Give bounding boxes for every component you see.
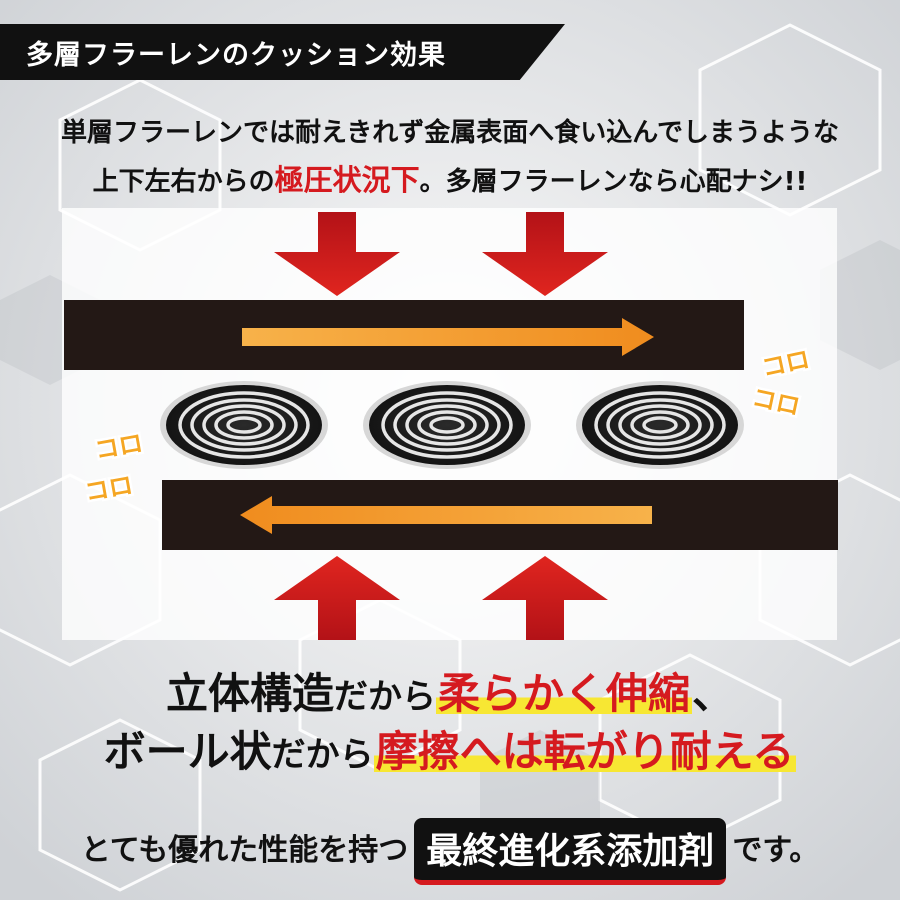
slide-arrow-right — [242, 318, 654, 356]
pressure-arrow-down-left — [274, 212, 400, 296]
ultimate-additive-badge: 最終進化系添加剤 — [414, 818, 727, 885]
fullerene-ball — [160, 381, 328, 469]
intro-line-2: 上下左右からの極圧状況下。多層フラーレンなら心配ナシ!! — [92, 163, 808, 197]
rolling-sound-text: コロ — [750, 384, 803, 421]
extreme-pressure-text: 極圧状況下 — [274, 163, 420, 197]
intro-line-1: 単層フラーレンでは耐えきれず金属表面へ食い込んでしまうような — [61, 118, 839, 148]
rolling-sound-text: コロ — [759, 345, 812, 382]
section-title: 多層フラーレンのクッション効果 — [0, 24, 565, 80]
rolling-sound-text: コロ — [83, 471, 135, 507]
flexible-highlight: 柔らかく伸縮 — [435, 669, 692, 718]
pressure-arrow-down-right — [482, 212, 608, 296]
statement-line-1: 立体構造だから柔らかく伸縮、 — [165, 669, 735, 718]
pressure-arrow-up-left — [274, 556, 400, 640]
closing-line: とても優れた性能を持つ最終進化系添加剤です。 — [0, 818, 900, 885]
rolling-sound-text: コロ — [93, 429, 145, 465]
rolling-highlight: 摩擦へは転がり耐える — [373, 727, 797, 776]
slide-arrow-left — [240, 496, 652, 534]
fullerene-ball — [363, 381, 531, 469]
fullerene-ball — [576, 381, 744, 469]
pressure-arrow-up-right — [482, 556, 608, 640]
statement-line-2: ボール状だから摩擦へは転がり耐える — [103, 727, 797, 776]
